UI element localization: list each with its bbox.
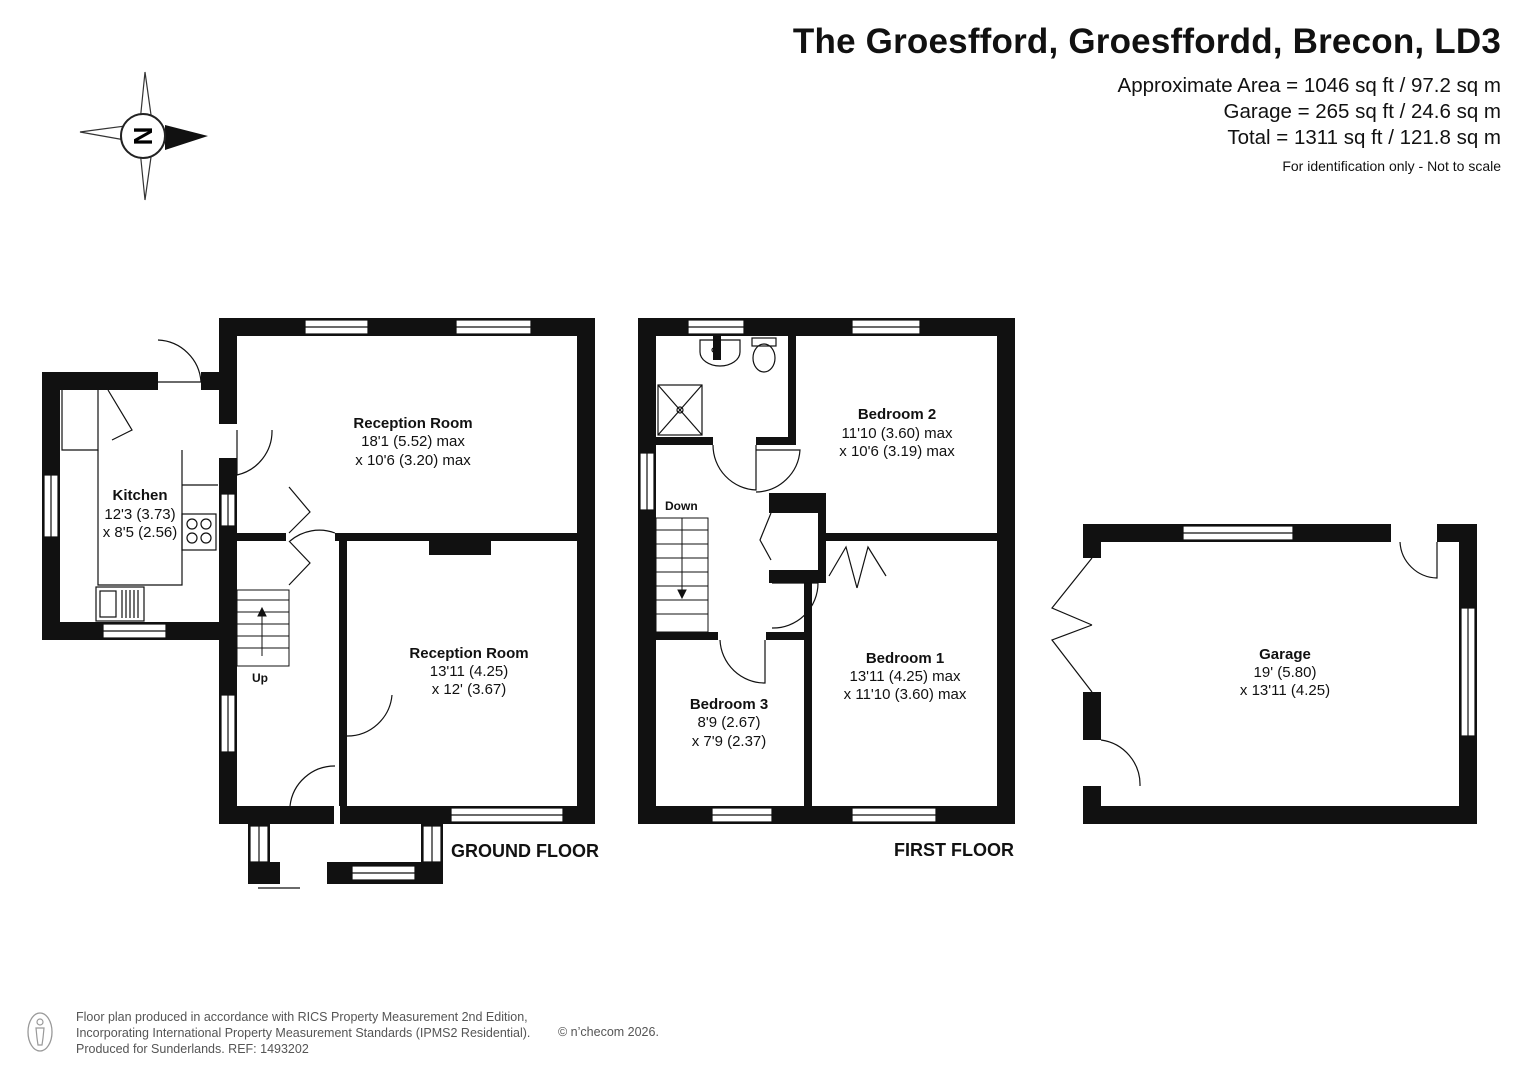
first-floor-doors <box>712 444 887 684</box>
shower-icon <box>657 384 703 436</box>
bedroom3-name: Bedroom 3 <box>690 696 768 713</box>
garage-name: Garage <box>1259 646 1311 663</box>
hob-icon <box>181 513 217 551</box>
ground-floor-walls <box>42 318 595 884</box>
reception2-dim2: x 12' (3.67) <box>432 681 507 698</box>
compass-icon: N <box>79 71 208 201</box>
washbasin-icon <box>699 339 741 367</box>
kitchen-name: Kitchen <box>112 487 167 504</box>
footer-line-2: Incorporating International Property Mea… <box>76 1026 531 1040</box>
person-icon <box>27 1012 53 1052</box>
footer-line-1: Floor plan produced in accordance with R… <box>76 1010 528 1024</box>
footer-line-3: Produced for Sunderlands. REF: 1493202 <box>76 1042 309 1056</box>
bedroom3-dim1: 8'9 (2.67) <box>698 714 761 731</box>
compass-letter: N <box>128 127 158 146</box>
garage-doors <box>1051 541 1438 787</box>
reception1-dim2: x 10'6 (3.20) max <box>355 452 471 469</box>
toilet-icon <box>751 337 777 373</box>
first-floor-label: FIRST FLOOR <box>894 840 1014 860</box>
bedroom2-dim2: x 10'6 (3.19) max <box>839 443 955 460</box>
stairs-down-label: Down <box>665 499 698 513</box>
reception2-dim1: 13'11 (4.25) <box>430 663 508 680</box>
stairs-up-label: Up <box>252 671 268 685</box>
garage-windows <box>1182 525 1476 737</box>
scale-note: For identification only - Not to scale <box>1282 158 1501 174</box>
bedroom1-dim1: 13'11 (4.25) max <box>850 668 961 685</box>
kitchen-dim1: 12'3 (3.73) <box>104 506 175 523</box>
area-total: Total = 1311 sq ft / 121.8 sq m <box>1227 126 1501 149</box>
area-garage: Garage = 265 sq ft / 24.6 sq m <box>1223 100 1501 123</box>
bedroom2-dim1: 11'10 (3.60) max <box>842 425 953 442</box>
bedroom3-dim2: x 7'9 (2.37) <box>692 733 767 750</box>
reception1-name: Reception Room <box>353 415 472 432</box>
footer-notes: Floor plan produced in accordance with R… <box>76 1009 530 1057</box>
reception2-name: Reception Room <box>409 645 528 662</box>
garage-dim2: x 13'11 (4.25) <box>1240 682 1330 699</box>
bedroom1-dim2: x 11'10 (3.60) max <box>844 686 967 703</box>
page-title: The Groesfford, Groesffordd, Brecon, LD3 <box>792 22 1501 61</box>
ground-floor-label: GROUND FLOOR <box>451 841 599 861</box>
ground-stairs <box>236 589 290 667</box>
bedroom2-name: Bedroom 2 <box>858 406 936 423</box>
bedroom1-name: Bedroom 1 <box>866 650 944 667</box>
first-stairs <box>655 517 709 633</box>
footer-brand: © n’checom 2026. <box>558 1025 659 1039</box>
reception1-dim1: 18'1 (5.52) max <box>361 433 465 450</box>
garage-dim1: 19' (5.80) <box>1254 664 1317 681</box>
kitchen-dim2: x 8'5 (2.56) <box>103 524 178 541</box>
area-approximate: Approximate Area = 1046 sq ft / 97.2 sq … <box>1117 74 1501 97</box>
first-floor-windows <box>639 319 937 823</box>
ground-floor-windows <box>43 319 564 881</box>
sink-icon <box>95 586 145 622</box>
